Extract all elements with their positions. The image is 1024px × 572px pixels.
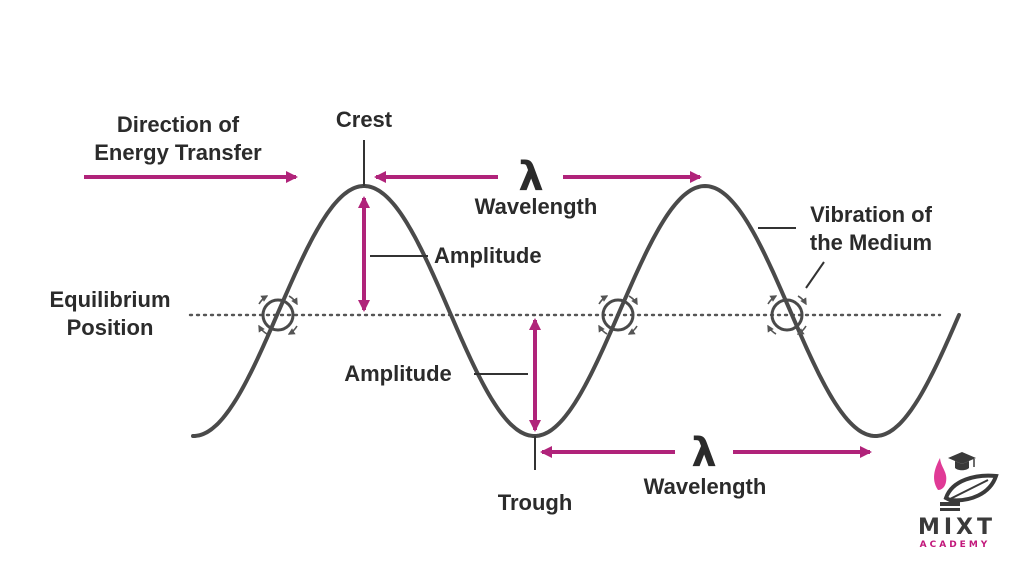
wave-curve [191, 183, 961, 438]
trough-label: Trough [498, 490, 573, 515]
lambda-top-label: λ [518, 154, 543, 200]
logo-mark-icon [934, 452, 999, 511]
vibration-label-line1: Vibration of [810, 202, 932, 227]
crest-label: Crest [336, 107, 393, 132]
vibration-leader-bottom [805, 261, 825, 289]
amplitude-bottom-label: Amplitude [344, 361, 452, 386]
wavelength-top-label: Wavelength [475, 194, 598, 219]
particle-1 [258, 295, 298, 335]
logo-subtitle: ACADEMY [920, 540, 991, 550]
logo-name: MIXT [918, 515, 996, 540]
particle-3 [767, 295, 807, 335]
wavelength-bottom-label: Wavelength [644, 474, 767, 499]
direction-label-line2: Energy Transfer [94, 140, 262, 165]
equilibrium-label-line2: Position [67, 315, 154, 340]
lambda-bottom-label: λ [691, 430, 716, 476]
mixt-academy-logo: MIXT ACADEMY [918, 452, 999, 550]
vibration-label-line2: the Medium [810, 230, 932, 255]
direction-label-line1: Direction of [117, 112, 240, 137]
equilibrium-label-line1: Equilibrium [50, 287, 171, 312]
amplitude-top-label: Amplitude [434, 243, 542, 268]
particle-2 [598, 295, 638, 335]
